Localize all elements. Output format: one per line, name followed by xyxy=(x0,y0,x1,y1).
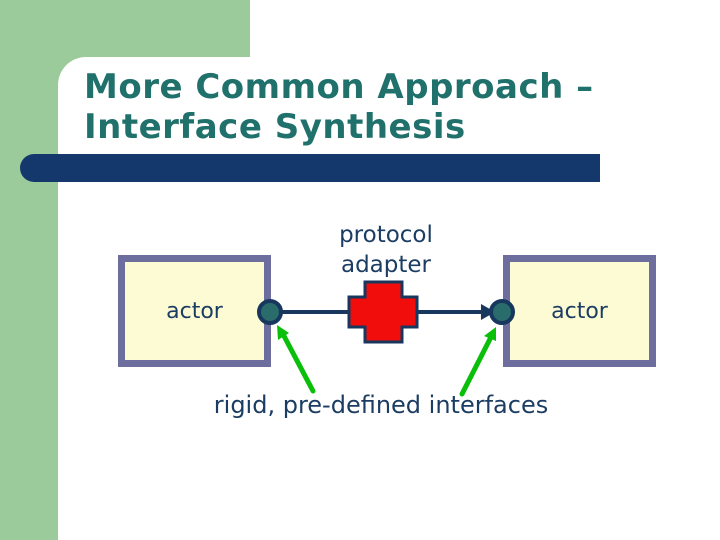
title-underline-bar xyxy=(20,154,600,182)
actor-label-left: actor xyxy=(166,298,223,324)
protocol-adapter-label-line1: protocol xyxy=(339,222,433,248)
caption: rigid, pre-defined interfaces xyxy=(213,391,549,419)
protocol-adapter-label-line2: adapter xyxy=(340,252,431,278)
protocol-adapter-label: protocol adapter xyxy=(301,220,471,280)
actor-label-right: actor xyxy=(551,298,608,324)
slide-title-line2: Interface Synthesis xyxy=(84,107,466,147)
actor-box-left: actor xyxy=(118,255,271,367)
left-accent-band xyxy=(0,0,60,540)
slide-title-line1: More Common Approach – xyxy=(84,67,594,107)
actor-box-right: actor xyxy=(503,255,656,367)
slide-title: More Common Approach – Interface Synthes… xyxy=(84,67,644,147)
